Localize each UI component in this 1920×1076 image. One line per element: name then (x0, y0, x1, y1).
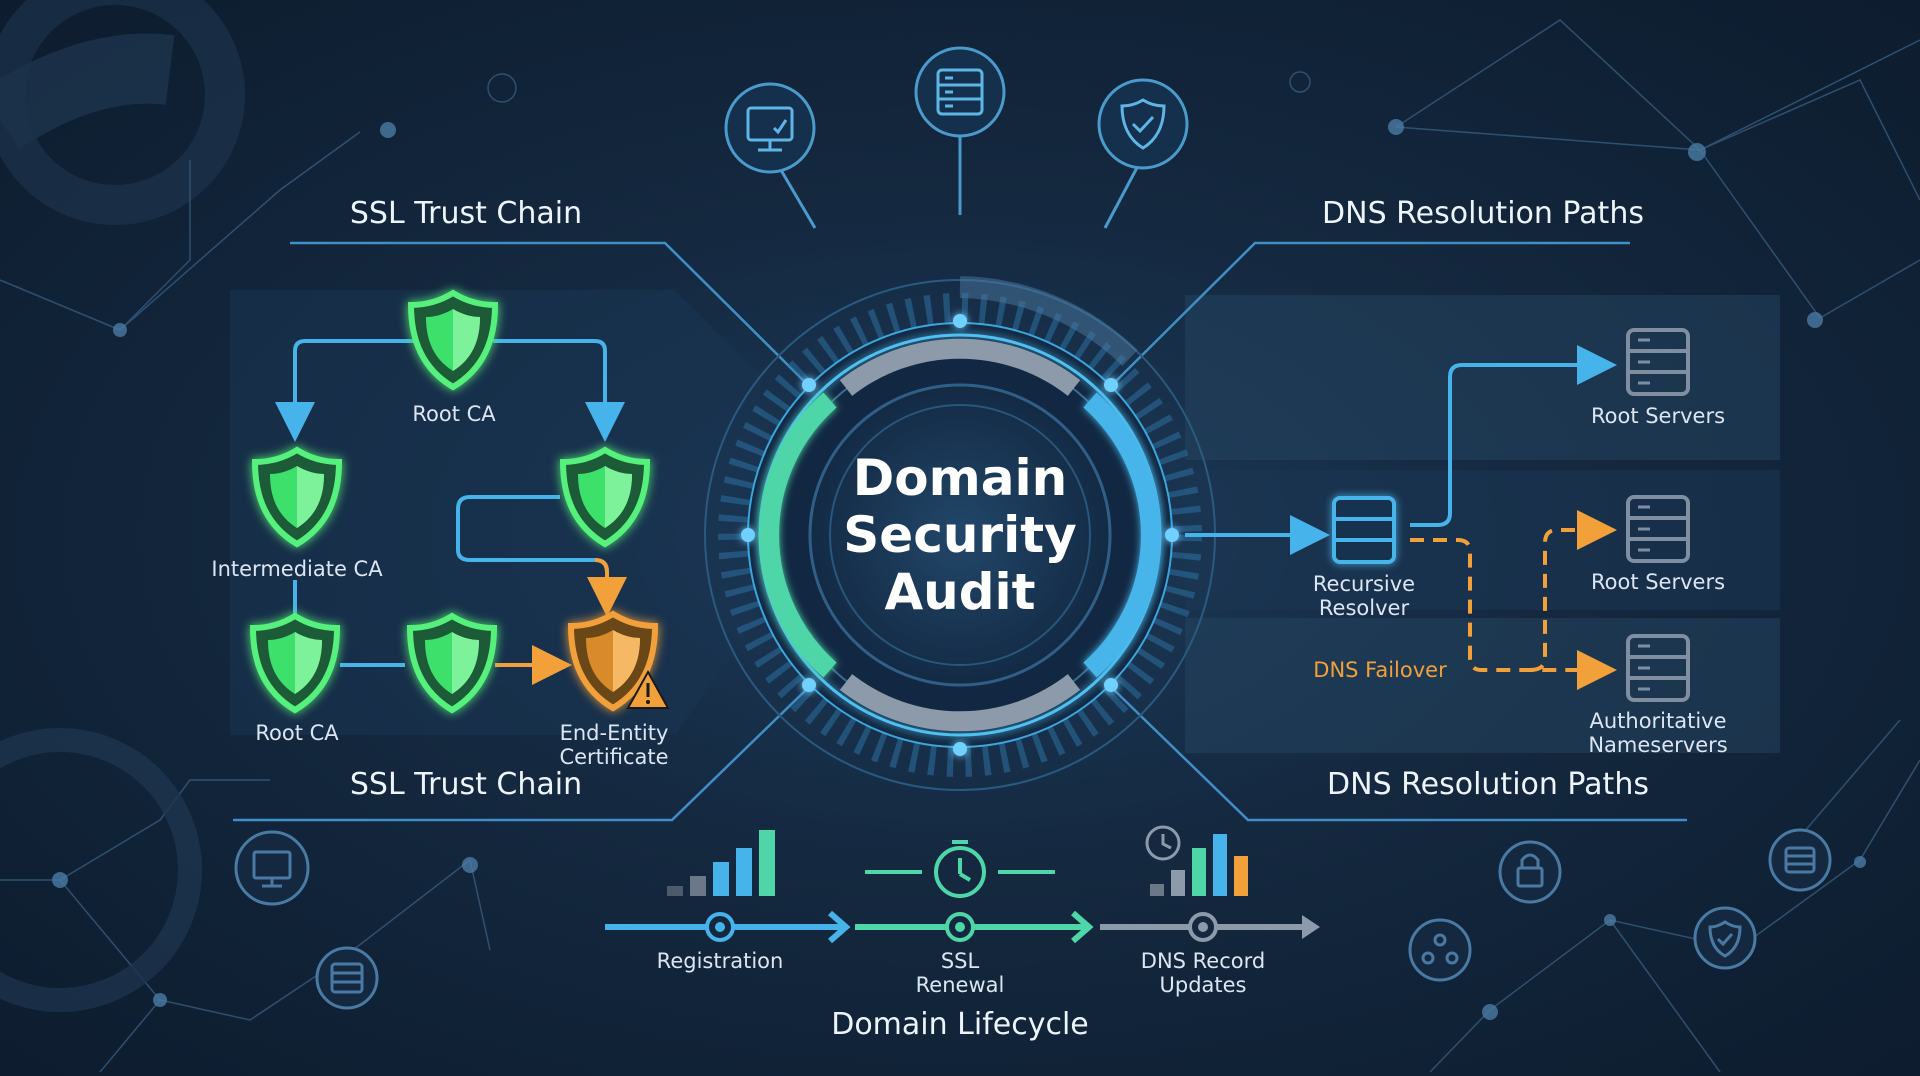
ssl-connectors (275, 339, 627, 685)
lifecycle-bars-1 (667, 830, 775, 896)
dns-connectors (1185, 345, 1617, 690)
resolver-icon (1332, 496, 1396, 564)
shield-check-icon (1120, 98, 1166, 150)
section-domain-lifecycle: Domain Lifecycle (831, 1007, 1089, 1042)
label-intermediate-ca: Intermediate CA (211, 557, 383, 581)
label-root-ca-top: Root CA (412, 402, 496, 426)
lifecycle-bars-2 (1150, 834, 1248, 896)
frame-lines (233, 241, 1687, 822)
shield-icon-bottom-right (1693, 906, 1757, 970)
section-dns-resolution-bottom: DNS Resolution Paths (1327, 767, 1649, 802)
background-nodes (52, 119, 1866, 1020)
warning-icon (626, 669, 670, 709)
server-icon-bottom-left (315, 946, 379, 1010)
label-root-servers-1: Root Servers (1590, 404, 1726, 428)
page-title: Domain Security Audit (843, 449, 1077, 621)
label-dns-failover: DNS Failover (1313, 658, 1447, 682)
server-icon (936, 68, 984, 116)
stopwatch-icon (865, 840, 1055, 898)
monitor-icon (746, 106, 794, 152)
label-root-ca-bottom: Root CA (255, 721, 339, 745)
lock-icon (1498, 840, 1562, 904)
label-root-servers-2: Root Servers (1590, 570, 1726, 594)
section-ssl-trust-chain-bottom: SSL Trust Chain (349, 767, 583, 802)
section-dns-resolution-top: DNS Resolution Paths (1322, 196, 1644, 231)
central-hub (704, 276, 1216, 791)
clock-icon (1145, 825, 1181, 861)
label-registration: Registration (656, 949, 784, 973)
section-ssl-trust-chain-top: SSL Trust Chain (349, 196, 583, 231)
server-icon-bottom-right (1768, 828, 1832, 892)
lifecycle-nodes (705, 912, 1218, 942)
top-icons (724, 46, 1189, 229)
network-icon (1408, 918, 1472, 982)
it-monitor-icon (234, 830, 310, 906)
